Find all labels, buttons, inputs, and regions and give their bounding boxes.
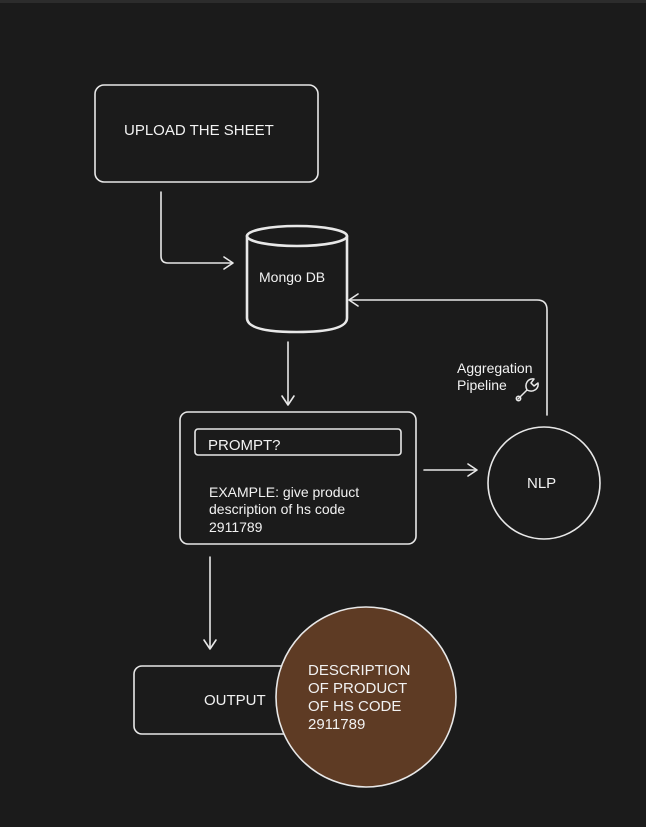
description-circle [275,606,457,788]
mongodb-cylinder [245,224,349,334]
arrowhead-upload-to-mongodb [223,256,234,270]
arrowhead-prompt-to-output [203,639,217,650]
arrowhead-mongodb-to-prompt [281,395,295,406]
connector-nlp-to-mongodb [349,299,548,416]
wrench-icon [515,378,539,402]
upload-box [94,84,319,183]
prompt-input-label: PROMPT? [208,437,281,454]
prompt-input[interactable] [194,428,402,456]
mongodb-label: Mongo DB [259,269,325,285]
nlp-label: NLP [527,475,556,492]
arrowhead-nlp-to-mongodb [348,293,359,307]
prompt-example-line3: 2911789 [209,519,263,535]
arrowhead-prompt-to-nlp [467,463,478,477]
description-line2: OF PRODUCT [308,680,407,697]
description-line4: 2911789 [308,716,365,733]
top-rule [0,0,646,3]
prompt-panel [179,411,417,545]
aggregation-label-line2: Pipeline [457,377,507,393]
connector-upload-to-mongodb [160,191,233,264]
output-label: OUTPUT [204,692,266,709]
description-line1: DESCRIPTION [308,662,411,679]
aggregation-label-line1: Aggregation [457,360,533,376]
description-line3: OF HS CODE [308,698,401,715]
prompt-example-line2: description of hs code [209,501,345,517]
prompt-example-line1: EXAMPLE: give product [209,484,359,500]
nlp-circle [487,426,601,540]
upload-label: UPLOAD THE SHEET [124,122,274,139]
